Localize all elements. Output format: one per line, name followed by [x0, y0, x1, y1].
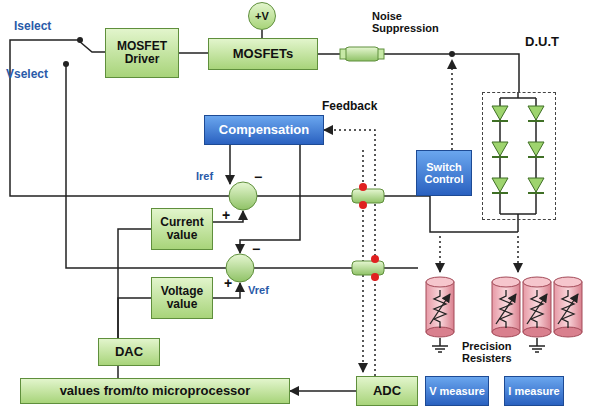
signal-name: Vselect [6, 68, 64, 81]
sign-symbol: − [252, 242, 266, 257]
supply-circle: +V [248, 2, 276, 30]
sign-symbol: + [222, 208, 236, 223]
node-text: DAC [115, 345, 143, 359]
driver-box: MOSFET Driver [105, 28, 179, 78]
sign-symbol: + [224, 276, 238, 291]
connector [179, 52, 208, 54]
node-text: V measure [429, 385, 485, 397]
current-value-box: Current value [151, 208, 213, 250]
connector [118, 298, 151, 338]
connector [118, 229, 151, 338]
node-text: MOSFETs [233, 47, 293, 61]
connector [117, 366, 119, 378]
node-text: +V [255, 10, 269, 22]
compensation-box: Compensation [204, 115, 324, 145]
mosfet-box: MOSFETs [208, 38, 318, 70]
microprocessor-bar: values from/to microprocessor [20, 378, 290, 404]
feedback-label: Feedback [322, 100, 392, 113]
node-text: Voltage value [152, 285, 212, 311]
connector [324, 130, 375, 376]
voltage-value-box: Voltage value [151, 277, 213, 319]
signal-name: Iselect [14, 20, 84, 33]
dut-box: D.U.T [482, 92, 556, 220]
resistor-label: Precision Resisters [462, 340, 528, 364]
switch-control-box: Switch Control [416, 150, 472, 196]
sign-symbol: − [254, 170, 268, 185]
node-text: Switch Control [417, 161, 471, 185]
node-text: ADC [373, 384, 401, 398]
node-text: Compensation [219, 123, 309, 137]
dac-box: DAC [98, 338, 160, 366]
node-text: MOSFET Driver [106, 40, 178, 66]
signal-name: Vref [248, 284, 282, 296]
node-text: D.U.T [525, 35, 559, 49]
i-measure-box: I measure [504, 376, 564, 406]
signal-name: Iref [196, 170, 226, 182]
node-text: values from/to microprocessor [60, 384, 251, 398]
node-text: Current value [152, 216, 212, 242]
connector [290, 390, 356, 392]
connector [261, 30, 263, 38]
v-measure-box: V measure [425, 376, 489, 406]
filter-label: Noise Suppression [372, 10, 442, 34]
node-text: I measure [508, 385, 559, 397]
adc-box: ADC [356, 376, 418, 406]
